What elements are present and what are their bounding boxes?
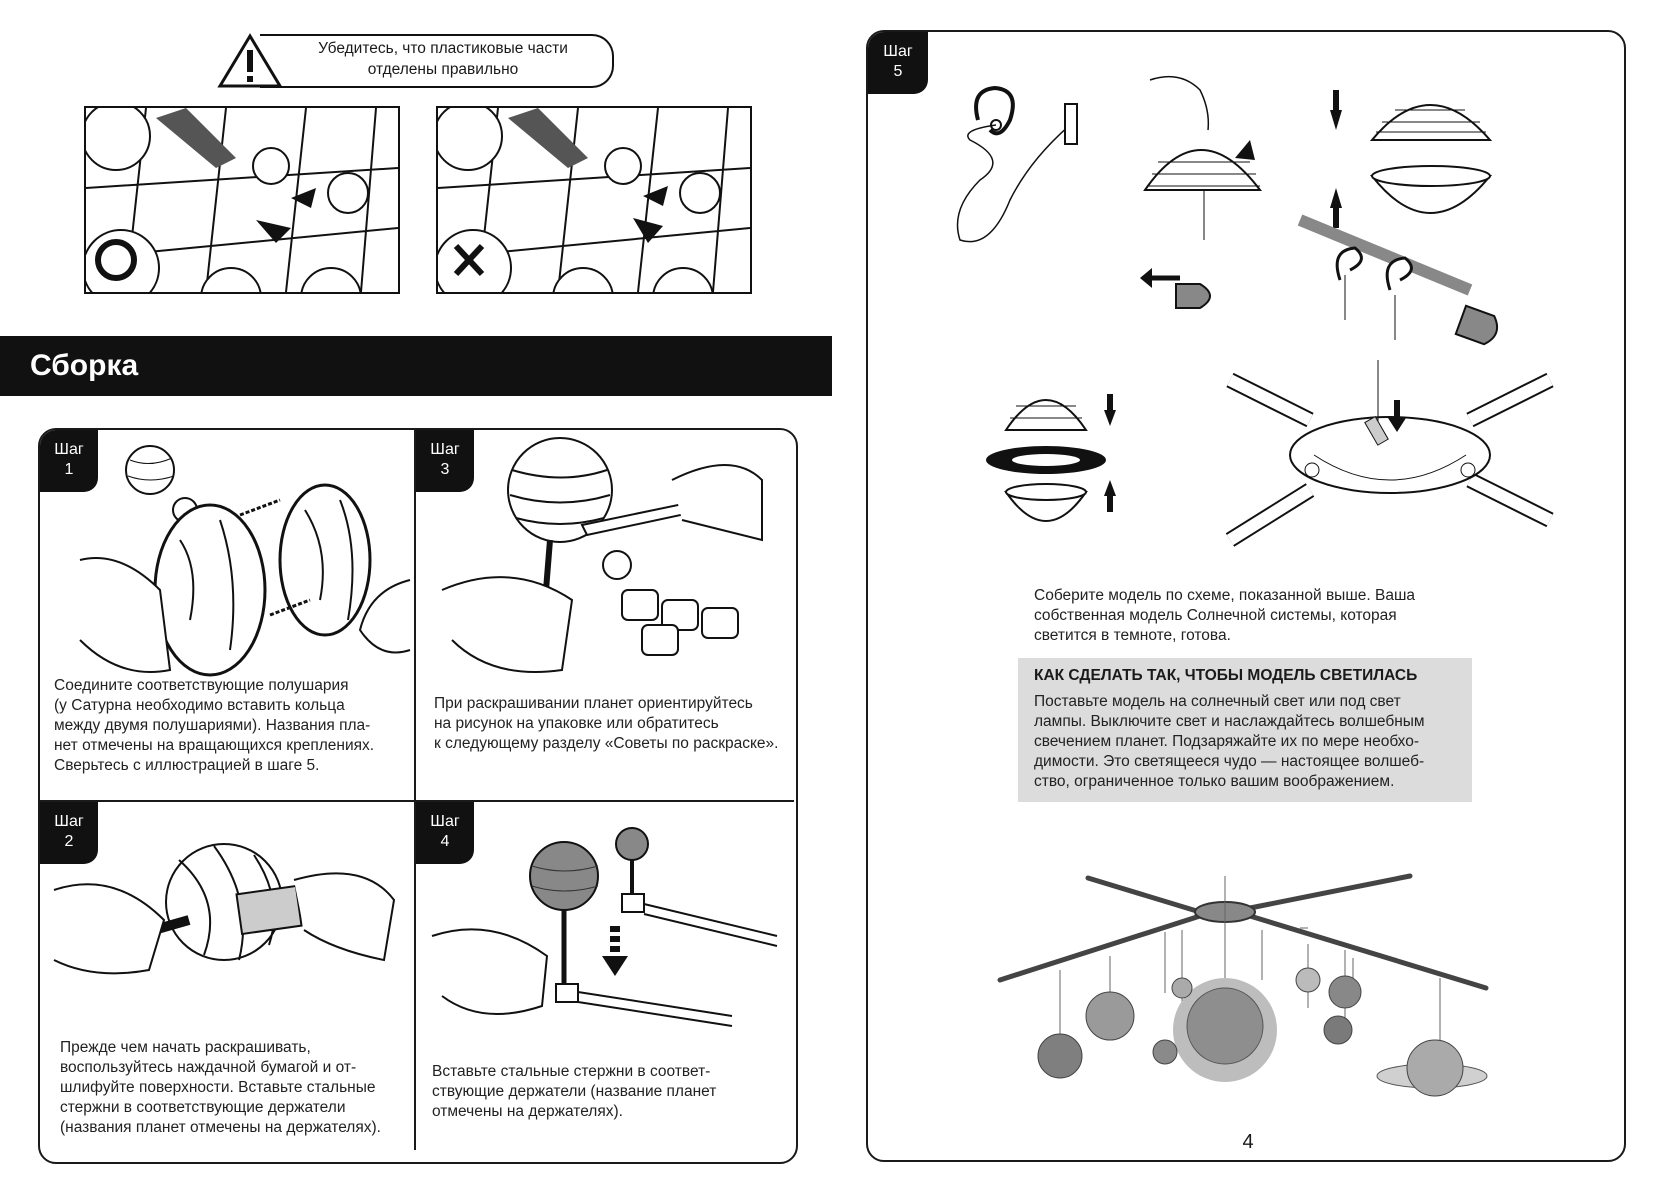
step-5-text: Соберите модель по схеме, показанной выш…	[1034, 587, 1416, 644]
warning-callout: Убедитесь, что пластиковые части отделен…	[217, 32, 618, 88]
sprue-wrong-illustration	[436, 106, 752, 294]
step-2-illustration	[53, 843, 396, 975]
solar-system-mobile-illustration	[997, 873, 1489, 1097]
page-number: 4	[1242, 1131, 1254, 1153]
step-3-illustration	[441, 437, 763, 673]
wrong-cross-icon	[453, 243, 485, 277]
step-5-hook-illustration	[956, 85, 1078, 243]
glow-panel: КАК СДЕЛАТЬ ТАК, ЧТОБЫ МОДЕЛЬ СВЕТИЛАСЬ …	[1018, 658, 1472, 802]
step-5-dome-illustration	[1140, 75, 1263, 309]
warning-line-2: отделены правильно	[367, 61, 519, 78]
step-1-text: Соедините соответствующие полушария(у Са…	[54, 677, 375, 774]
sprue-correct-illustration	[84, 106, 400, 294]
steps-horizontal-divider	[40, 800, 794, 802]
section-title: Сборка	[30, 349, 139, 382]
step-4-text: Вставьте стальные стержни в соответ-ству…	[432, 1063, 717, 1120]
step-5-hemisphere-illustration	[1297, 90, 1498, 346]
step-1-illustration	[79, 445, 411, 677]
step-5-box	[866, 30, 1626, 1162]
correct-circle-icon	[95, 239, 137, 281]
step-4-illustration	[431, 827, 778, 1027]
step-5-ring-illustration	[986, 394, 1116, 522]
glow-heading: КАК СДЕЛАТЬ ТАК, ЧТОБЫ МОДЕЛЬ СВЕТИЛАСЬ	[1034, 667, 1418, 684]
section-title-bar: Сборка	[0, 336, 832, 396]
step-2-text: Прежде чем начать раскрашивать,воспользу…	[60, 1039, 381, 1136]
glow-text: Поставьте модель на солнечный свет или п…	[1034, 693, 1425, 790]
warning-line-1: Убедитесь, что пластиковые части	[318, 40, 568, 57]
steps-vertical-divider	[414, 430, 416, 1150]
step-5-hub-illustration	[1225, 360, 1554, 547]
